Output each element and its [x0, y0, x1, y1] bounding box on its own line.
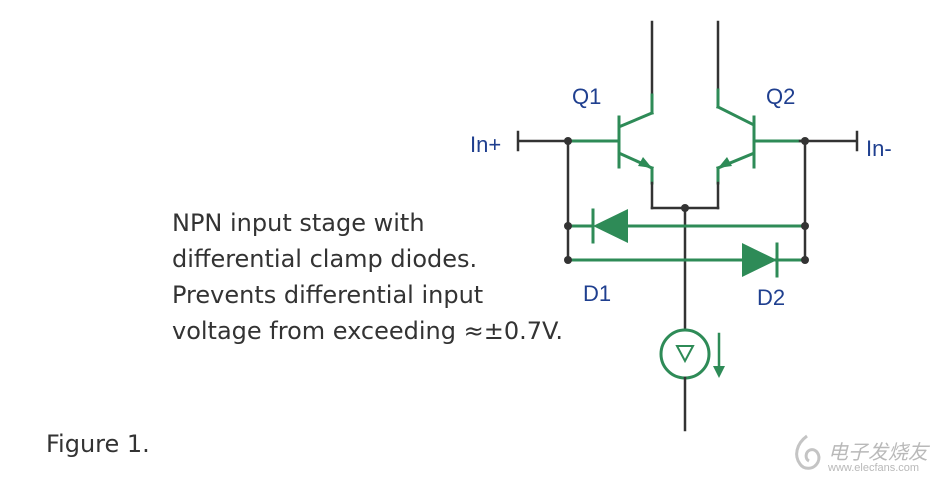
junction-dot	[564, 222, 572, 230]
label-in-minus: In-	[866, 136, 892, 161]
watermark-logo-icon	[795, 434, 821, 470]
junction-dot	[801, 137, 809, 145]
diode-d1	[593, 209, 628, 243]
q1-emitter-arrow	[638, 157, 652, 168]
diode-d2	[742, 243, 777, 277]
watermark-cn: 电子发烧友	[828, 442, 928, 464]
caption-line: Prevents differential input	[172, 281, 484, 309]
label-q1: Q1	[572, 84, 601, 109]
figure-label: Figure 1.	[46, 430, 150, 458]
caption-line: differential clamp diodes.	[172, 245, 478, 273]
caption-text: NPN input stage with differential clamp …	[172, 205, 563, 349]
junction-dot	[564, 256, 572, 264]
caption-line: NPN input stage with	[172, 209, 425, 237]
label-d2: D2	[757, 285, 785, 310]
junction-dot	[801, 222, 809, 230]
current-arrow-icon	[713, 366, 725, 378]
transistor-q1	[568, 93, 654, 185]
label-d1: D1	[583, 281, 611, 306]
q2-emitter-arrow	[718, 157, 732, 168]
watermark-url: www.elecfans.com	[828, 462, 920, 474]
junction-dot	[801, 256, 809, 264]
watermark: 电子发烧友 www.elecfans.com	[790, 432, 930, 480]
label-q2: Q2	[766, 84, 795, 109]
current-source	[659, 328, 711, 380]
current-source-triangle-icon	[675, 345, 695, 364]
label-in-plus: In+	[470, 132, 501, 157]
junction-dot	[681, 204, 689, 212]
caption-line: voltage from exceeding ≈±0.7V.	[172, 317, 563, 345]
junction-dot	[564, 137, 572, 145]
